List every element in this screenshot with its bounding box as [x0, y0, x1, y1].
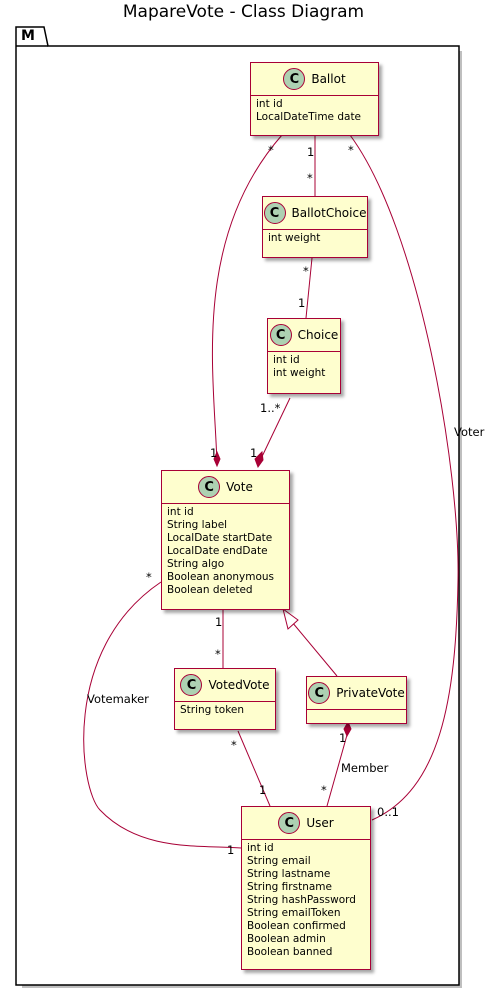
class-name: Ballot: [311, 72, 346, 86]
diagram-title: MapareVote - Class Diagram: [122, 2, 365, 22]
attribute: String email: [247, 855, 311, 867]
attribute: int id: [256, 98, 283, 110]
edge-votedvote-user: [237, 730, 271, 807]
multiplicity-label: 1: [259, 783, 267, 797]
attribute: String emailToken: [247, 907, 341, 919]
attribute: LocalDate endDate: [167, 545, 268, 557]
class-icon: C: [308, 682, 331, 704]
attribute: String firstname: [247, 881, 332, 893]
multiplicity-label: 1: [210, 446, 218, 460]
attribute: Boolean deleted: [167, 584, 253, 596]
attribute: Boolean anonymous: [167, 571, 275, 583]
composition-diamond-choice-vote: [254, 450, 264, 469]
class-privatevote[interactable]: C PrivateVote: [306, 676, 407, 724]
class-name: VotedVote: [208, 678, 270, 692]
edge-choice-vote: [257, 397, 291, 466]
class-icon: C: [269, 324, 292, 346]
multiplicity-label: 1: [307, 145, 315, 159]
attribute: String lastname: [247, 868, 331, 880]
edge-ballot-user: [349, 134, 459, 821]
attribute: LocalDateTime date: [256, 111, 362, 123]
multiplicity-label: 1: [215, 615, 223, 629]
attribute: Boolean admin: [247, 933, 326, 945]
multiplicity-label: *: [348, 143, 354, 157]
edge-ballot-vote: [211, 134, 283, 466]
class-name: BallotChoice: [291, 206, 367, 220]
class-name: Vote: [226, 480, 253, 494]
relation-label-member: Member: [341, 761, 389, 775]
class-votedvote[interactable]: C VotedVote String token: [174, 668, 276, 730]
multiplicity-label: *: [268, 143, 274, 157]
attribute: int id: [273, 354, 300, 366]
attribute: Boolean banned: [247, 946, 333, 958]
class-icon: C: [198, 476, 221, 498]
multiplicity-label: 0..1: [377, 805, 399, 819]
multiplicity-label: 1: [298, 296, 306, 310]
class-icon: C: [263, 202, 286, 224]
edge-ballotchoice-choice: [305, 257, 313, 319]
attribute: Boolean confirmed: [247, 920, 346, 932]
multiplicity-label: 1..*: [260, 401, 281, 415]
composition-diamond-ballot-vote: [213, 450, 221, 468]
multiplicity-label: *: [231, 738, 237, 752]
class-icon: C: [180, 674, 203, 696]
class-user[interactable]: C User int id String email String lastnam…: [241, 806, 371, 970]
multiplicity-label: *: [146, 570, 152, 584]
attribute: String token: [180, 704, 245, 716]
edge-privatevote-user: [326, 734, 348, 807]
multiplicity-label: 1: [250, 446, 258, 460]
attribute: int id: [167, 506, 194, 518]
edge-vote-user: [83, 581, 242, 849]
relation-label-votemaker: Votemaker: [87, 692, 149, 706]
class-choice[interactable]: C Choice int id int weight: [267, 318, 341, 394]
attribute: String algo: [167, 558, 225, 570]
attribute: String hashPassword: [247, 894, 356, 906]
inheritance-arrow: [282, 607, 299, 630]
multiplicity-label: 1: [227, 843, 235, 857]
multiplicity-label: 1: [339, 731, 347, 745]
class-name: Choice: [297, 328, 339, 342]
class-vote[interactable]: C Vote int id String label LocalDate star…: [161, 470, 290, 610]
composition-diamond-privatevote-user: [343, 720, 352, 738]
class-ballotchoice[interactable]: C BallotChoice int weight: [262, 196, 368, 258]
class-name: User: [306, 816, 334, 830]
class-icon: C: [283, 68, 306, 90]
edge-vote-privatevote: [291, 621, 338, 677]
relation-label-voter: Voter: [454, 425, 485, 439]
package-name: M: [21, 28, 35, 44]
attribute: int id: [247, 842, 274, 854]
multiplicity-label: *: [321, 783, 327, 797]
class-name: PrivateVote: [336, 686, 405, 700]
attribute: int weight: [273, 367, 326, 379]
class-ballot[interactable]: C Ballot int id LocalDateTime date: [250, 62, 379, 136]
attribute: int weight: [268, 232, 321, 244]
multiplicity-label: *: [215, 647, 221, 661]
attribute: LocalDate startDate: [167, 532, 273, 544]
attribute: String label: [167, 519, 228, 531]
class-icon: C: [278, 812, 301, 834]
multiplicity-label: *: [303, 264, 309, 278]
multiplicity-label: *: [307, 171, 313, 185]
